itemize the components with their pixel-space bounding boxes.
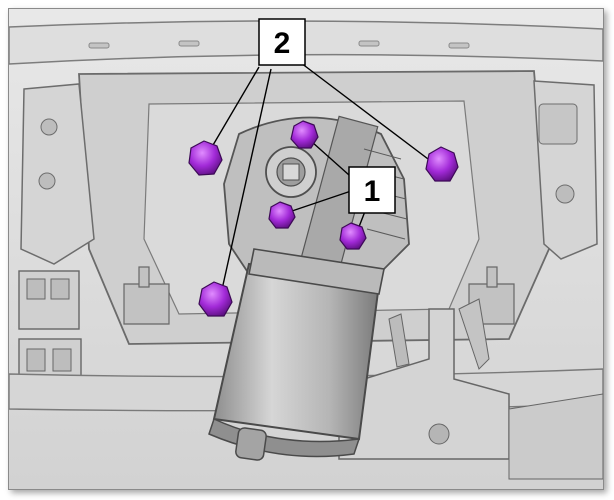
callout-2-leaders — [205, 62, 437, 295]
illustration-frame: 2 1 — [8, 8, 604, 490]
motor-shaft-end — [235, 427, 267, 461]
bolt-outer-lower-left — [198, 281, 233, 317]
callout-2: 2 — [258, 18, 306, 66]
lower-right-linkage — [338, 298, 603, 480]
left-bracket-hole-1 — [40, 118, 58, 136]
callout-2-label: 2 — [274, 27, 291, 60]
bolt-inner-right — [339, 222, 367, 250]
left-bracket — [20, 83, 95, 265]
bolt-inner-middle — [268, 201, 296, 229]
right-bracket-hole — [555, 184, 575, 204]
callout-1: 1 — [348, 166, 396, 214]
bolt-outer-upper-left — [188, 140, 223, 176]
motor-assembly-diagram: 2 1 — [9, 9, 603, 489]
top-rail — [9, 20, 603, 65]
bolt-inner-top — [290, 120, 319, 149]
left-bracket-hole-2 — [38, 172, 56, 190]
bolt-outer-upper-right — [425, 146, 459, 182]
right-bracket-tab — [538, 103, 578, 145]
motor — [208, 248, 385, 461]
callout-1-label: 1 — [364, 175, 381, 208]
